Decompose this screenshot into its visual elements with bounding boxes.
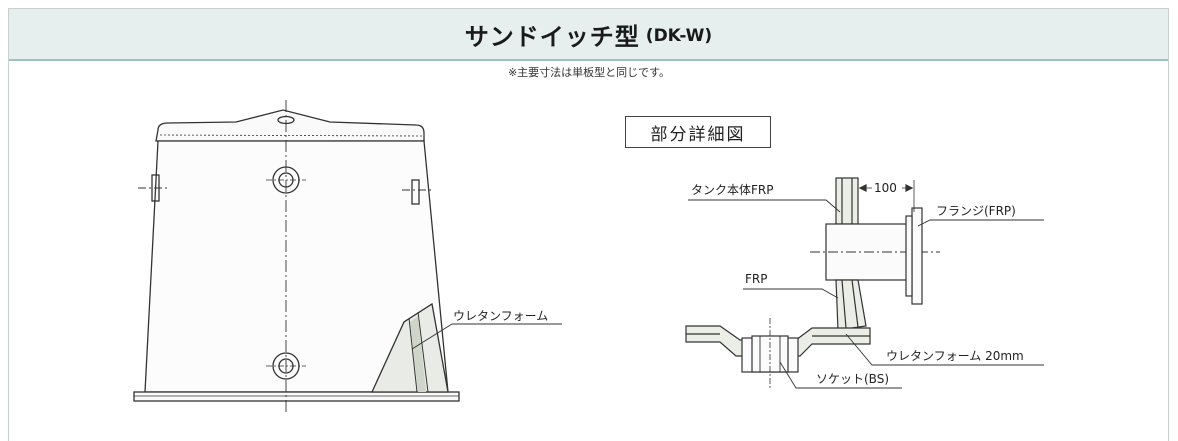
wall-section-detail (685, 177, 1044, 389)
side-lug-right (411, 179, 420, 205)
tank-body-frp-label: タンク本体FRP (691, 183, 773, 197)
tank-elevation (133, 100, 562, 412)
frp-label: FRP (745, 272, 767, 286)
tank-base (133, 391, 460, 402)
socket-label: ソケット(BS) (816, 372, 889, 386)
dimension-note: ※主要寸法は単板型と同じです。 (507, 66, 671, 79)
dimension-100: 100 (874, 181, 897, 195)
detail-title: 部分詳細図 (625, 116, 771, 148)
model-code: (DK-W) (645, 26, 713, 46)
content-frame (8, 8, 1169, 441)
tank-lid (155, 109, 425, 142)
lower-nozzle (266, 352, 306, 380)
foam-20mm-label: ウレタンフォーム 20mm (886, 349, 1024, 363)
upper-nozzle (266, 166, 306, 194)
page-title: サンドイッチ型 (464, 22, 640, 51)
section-header: サンドイッチ型 (DK-W) (9, 9, 1168, 61)
foam-label-left: ウレタンフォーム (453, 309, 548, 323)
flange-label: フランジ(FRP) (936, 204, 1016, 218)
